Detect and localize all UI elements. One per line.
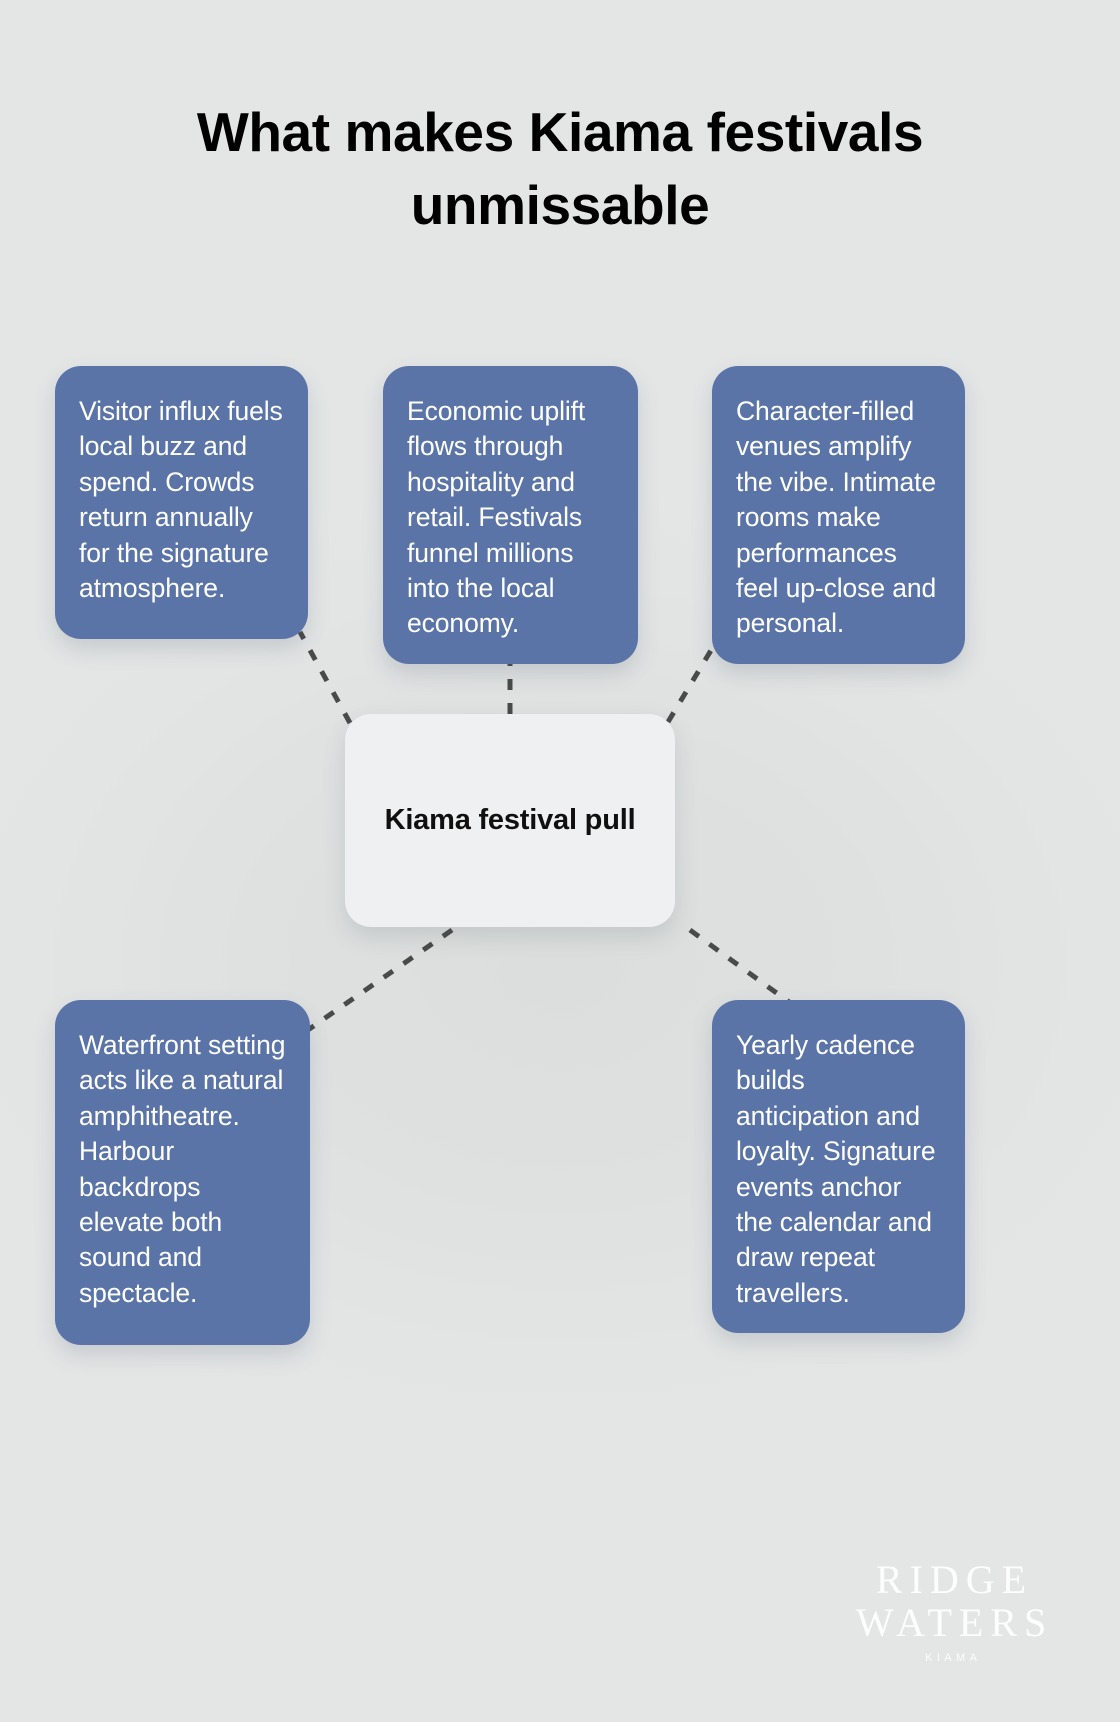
watermark-line-waters: WATERS xyxy=(855,1600,1054,1646)
watermark-line-ridge: RIDGE xyxy=(875,1557,1034,1603)
watermark-sub-kiama: KIAMA xyxy=(925,1652,982,1664)
connector-center-to-visitor-influx xyxy=(297,630,353,725)
node-visitor-influx[interactable]: Visitor influx fuels local buzz and spen… xyxy=(55,366,308,639)
center-node-label: Kiama festival pull xyxy=(384,803,636,836)
node-economic-uplift[interactable]: Economic uplift flows through hospitalit… xyxy=(383,366,638,664)
connector-center-to-yearly-cadence xyxy=(688,927,802,1013)
node-yearly-cadence[interactable]: Yearly cadence builds anticipation and l… xyxy=(712,1000,965,1333)
node-waterfront-setting[interactable]: Waterfront setting acts like a natural a… xyxy=(55,1000,310,1345)
brand-watermark: RIDGE WATERS KIAMA xyxy=(826,1559,1076,1664)
page-title: What makes Kiama festivals unmissable xyxy=(196,101,924,237)
node-character-venues[interactable]: Character-filled venues amplify the vibe… xyxy=(712,366,965,664)
node-center-kiama-festival-pull[interactable]: Kiama festival pull xyxy=(345,714,675,927)
connector-center-to-waterfront-setting xyxy=(303,927,454,1035)
